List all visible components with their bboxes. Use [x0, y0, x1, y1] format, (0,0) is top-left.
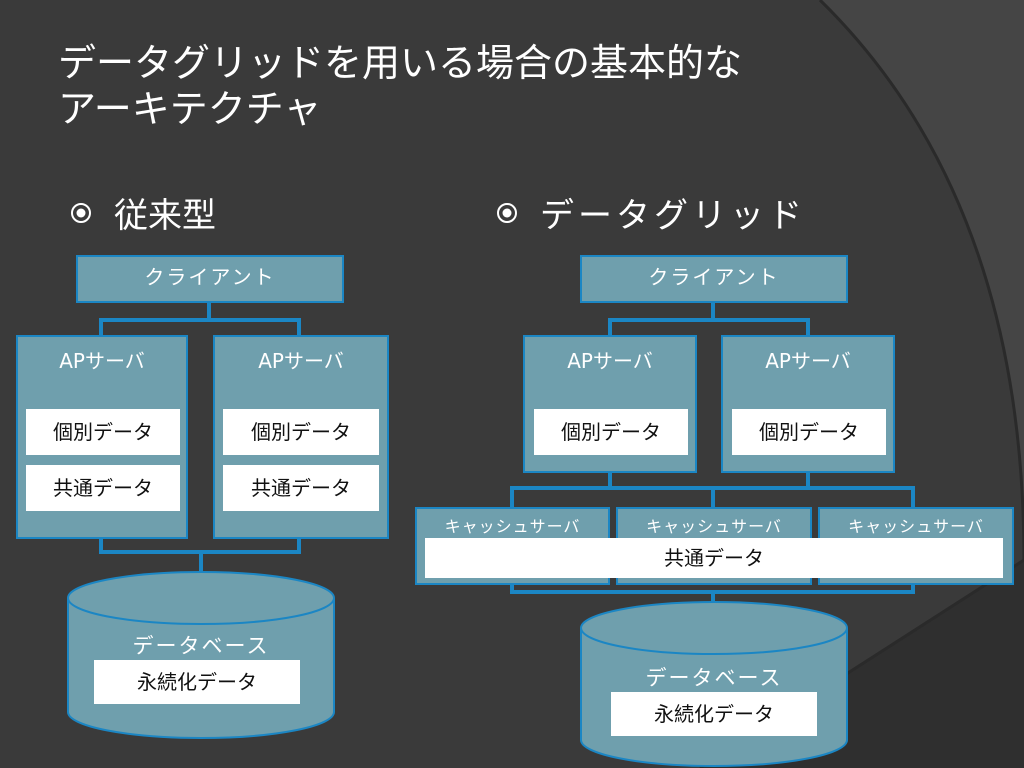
bullet-circle-icon	[496, 202, 518, 224]
individual-data-box: 個別データ	[223, 409, 379, 455]
shared-common-data-box: 共通データ	[425, 538, 1003, 578]
ap-server-label: APサーバ	[59, 349, 145, 373]
heading-traditional: 従来型	[114, 196, 216, 236]
right-ap-server-1: APサーバ 個別データ	[523, 335, 697, 473]
heading-datagrid: データグリッド	[540, 196, 806, 236]
ap-server-label: APサーバ	[567, 349, 653, 373]
bullet-traditional: 従来型	[70, 188, 216, 237]
title-line-2: アーキテクチャ	[58, 87, 322, 131]
individual-data-box: 個別データ	[732, 409, 886, 455]
right-ap-server-2: APサーバ 個別データ	[721, 335, 895, 473]
left-client-box: クライアント	[76, 255, 344, 303]
right-persistent-data-box: 永続化データ	[611, 692, 817, 736]
cache-server-label: キャッシュサーバ	[848, 517, 984, 536]
title-line-1: データグリッドを用いる場合の基本的な	[58, 41, 743, 85]
right-client-box: クライアント	[580, 255, 848, 303]
cache-server-label: キャッシュサーバ	[444, 517, 581, 536]
slide-title: データグリッドを用いる場合の基本的な アーキテクチャ	[58, 40, 958, 132]
common-data-box: 共通データ	[26, 465, 180, 511]
left-client-label: クライアント	[144, 265, 276, 289]
common-data-box: 共通データ	[223, 465, 379, 511]
individual-data-box: 個別データ	[26, 409, 180, 455]
left-ap-server-1: APサーバ 個別データ 共通データ	[16, 335, 188, 539]
bullet-circle-icon	[70, 202, 92, 224]
left-database-label: データベース	[132, 634, 270, 658]
left-persistent-data-box: 永続化データ	[94, 660, 300, 704]
left-ap-server-2: APサーバ 個別データ 共通データ	[213, 335, 389, 539]
ap-server-label: APサーバ	[258, 349, 344, 373]
right-database-label: データベース	[645, 666, 783, 690]
cache-server-label: キャッシュサーバ	[646, 517, 782, 536]
ap-server-label: APサーバ	[765, 349, 851, 373]
bullet-datagrid: データグリッド	[496, 188, 806, 237]
individual-data-box: 個別データ	[534, 409, 688, 455]
right-client-label: クライアント	[648, 265, 780, 289]
